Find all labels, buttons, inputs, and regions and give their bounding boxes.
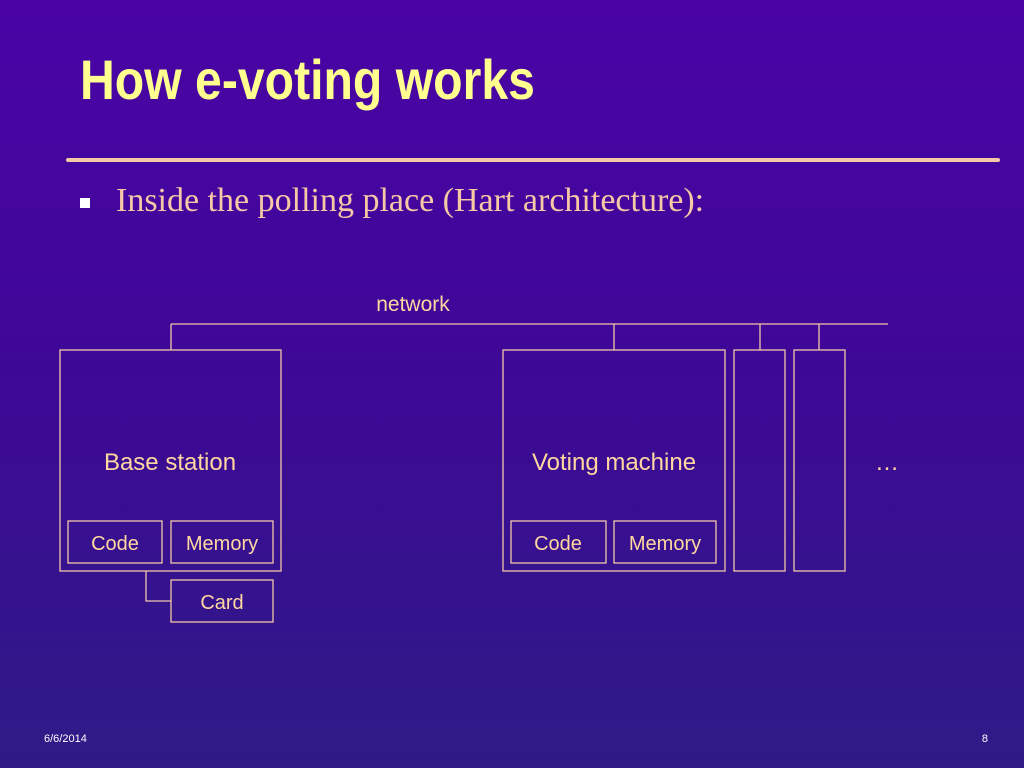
base-station-code-box — [67, 520, 163, 564]
bullet-text: Inside the polling place (Hart architect… — [116, 182, 705, 219]
network-label: network — [376, 293, 450, 316]
card-connector-line — [145, 571, 171, 602]
footer-date: 6/6/2014 — [44, 733, 87, 745]
title-divider — [66, 158, 1000, 162]
voting-machine-2-box — [733, 349, 786, 572]
card-box — [170, 579, 274, 623]
ellipsis-more-machines: … — [875, 449, 899, 476]
voting-machine-3-box — [793, 349, 846, 572]
base-station-memory-label: Memory — [186, 533, 258, 555]
base-station-box — [59, 349, 282, 572]
slide-title: How e-voting works — [80, 48, 535, 111]
footer-page-number: 8 — [981, 733, 988, 745]
voting-machine-code-label: Code — [534, 533, 582, 555]
card-label: Card — [200, 592, 243, 614]
base-station-code-label: Code — [91, 533, 139, 555]
voting-machine-memory-label: Memory — [629, 533, 701, 555]
voting-machine-label: Voting machine — [532, 449, 696, 476]
base-station-memory-box — [170, 520, 274, 564]
voting-machine-code-box — [510, 520, 607, 564]
base-station-label: Base station — [104, 449, 236, 476]
bullet-item: Inside the polling place (Hart architect… — [80, 182, 704, 220]
voting-machine-box — [502, 349, 726, 572]
voting-machine-memory-box — [613, 520, 717, 564]
square-bullet-icon — [80, 198, 90, 208]
